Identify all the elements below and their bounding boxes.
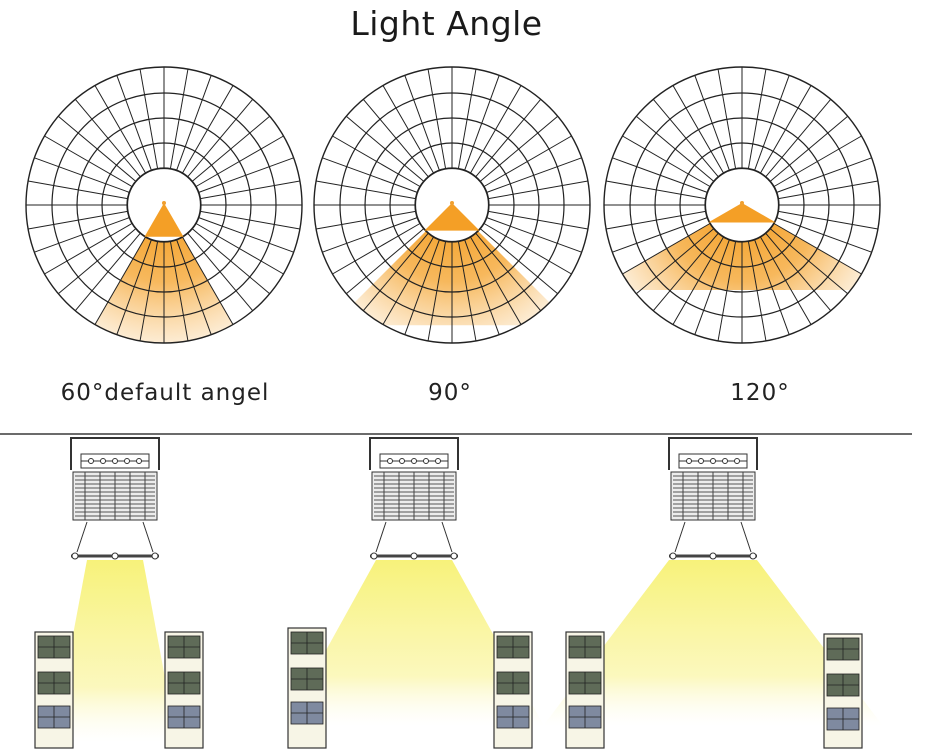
polar-diagram-90: [313, 66, 591, 344]
shelf-rack: [34, 631, 74, 749]
section-divider: [0, 433, 912, 435]
shelf-rack: [565, 631, 605, 749]
light-beam: [284, 560, 544, 726]
polar-diagram-120: [603, 66, 881, 344]
fixture-illumination-scenes: [34, 437, 883, 749]
polar-diagram-60: [25, 66, 303, 344]
caption-60-default: 60°default angel: [60, 380, 270, 406]
caption-120: 120°: [730, 380, 790, 406]
shelf-rack: [164, 631, 204, 749]
shelf-rack: [823, 633, 863, 749]
light-beam: [543, 560, 883, 726]
flood-light-fixture: [668, 437, 758, 560]
light-beam: [53, 560, 177, 742]
caption-90: 90°: [428, 380, 472, 406]
page-title: Light Angle: [350, 4, 543, 43]
flood-light-fixture: [369, 437, 459, 560]
shelf-rack: [287, 627, 327, 749]
flood-light-fixture: [70, 437, 160, 560]
shelf-rack: [493, 631, 533, 749]
